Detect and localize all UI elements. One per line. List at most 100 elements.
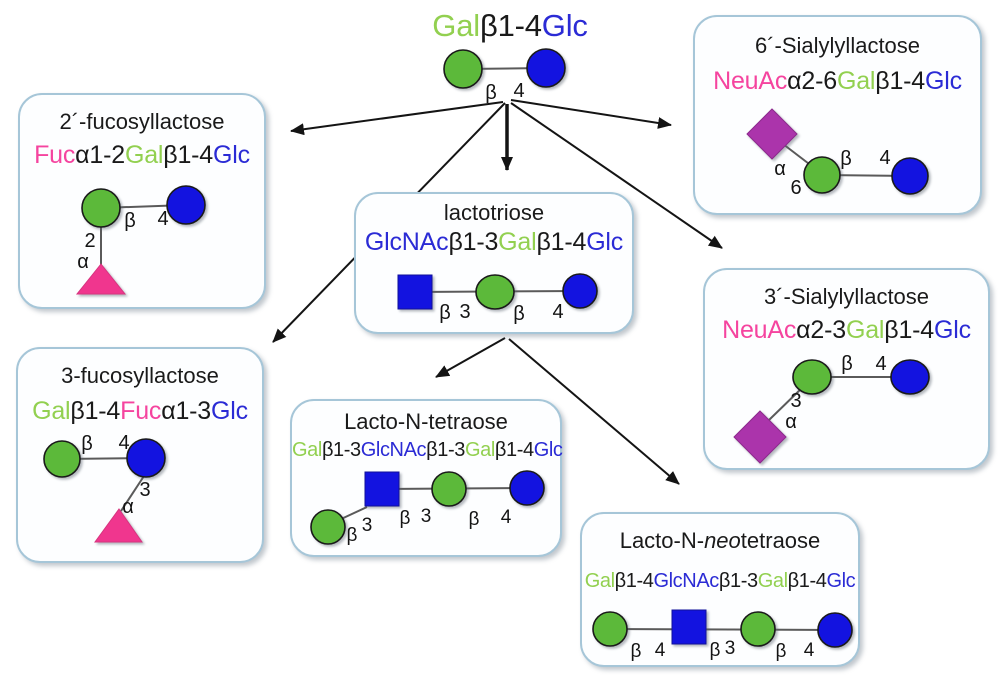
formula-segment: GlcNAc — [653, 570, 719, 592]
linkage-label: β — [439, 302, 451, 324]
glcnac-square — [671, 609, 707, 645]
formula-segment: Fuc — [34, 141, 76, 169]
box-formula: GlcNAcβ1-3Galβ1-4Glc — [356, 228, 632, 257]
formula-segment: Gal — [32, 397, 71, 425]
formula-segment: α2-6 — [787, 67, 837, 95]
formula-segment: Glc — [533, 439, 563, 461]
box-2-fucosyllactose: 2´-fucosyllactose Fucα1-2Galβ1-4Glc β 4 … — [18, 93, 266, 309]
formula-segment: β1-4 — [163, 141, 213, 169]
glc-circle — [126, 438, 166, 478]
formula-segment: Gal — [498, 228, 537, 256]
gal-circle — [43, 440, 81, 478]
box-lactotriose: lactotriose GlcNAcβ1-3Galβ1-4Glc β 3 β 4 — [354, 192, 634, 334]
linkage-label: β — [81, 433, 93, 455]
formula-segment: β1-3 — [426, 439, 465, 461]
linkage-label: 3 — [725, 638, 736, 659]
linkage-label: β — [841, 353, 853, 375]
box-3-fucosyllactose: 3-fucosyllactose Galβ1-4Fucα1-3Glc β 4 3… — [16, 347, 264, 563]
linkage-label: 3 — [790, 390, 801, 412]
box-formula: Galβ1-3GlcNAcβ1-3Galβ1-4Glc — [292, 439, 563, 462]
glycan-structure: β 4 2 α — [75, 185, 206, 295]
linkage-label: 4 — [875, 353, 886, 375]
linkage-label: 3 — [459, 301, 470, 323]
box-title: 2´-fucosyllactose — [59, 109, 225, 134]
formula-segment: β1-3 — [448, 228, 499, 256]
glycan-structure: β 4 3 α — [43, 432, 166, 543]
gal-branch-circle — [310, 509, 346, 545]
neuac-diamond — [733, 410, 787, 464]
gal-circle — [803, 156, 841, 194]
fuc-triangle — [75, 263, 127, 295]
box-lacto-n-neotetraose: Lacto-N-neotetraose Galβ1-4GlcNAcβ1-3Gal… — [580, 512, 860, 667]
formula-segment: β1-4 — [875, 67, 925, 95]
linkage-label: 4 — [879, 147, 890, 169]
gal-circle — [475, 274, 515, 310]
formula-segment: Glc — [924, 67, 962, 95]
arrow-lactotriose-to-lnt — [435, 337, 506, 378]
formula-segment: α1-2 — [75, 141, 125, 169]
formula-segment: Glc — [541, 8, 588, 43]
box-title: Lacto-N-neotetraose — [582, 528, 858, 554]
linkage-label: β — [513, 303, 525, 325]
formula-segment: β1-4 — [70, 397, 121, 425]
glc-circle — [509, 470, 545, 506]
glcnac-square — [364, 471, 400, 507]
glycan-structure: β 3 β 3 β 4 — [310, 470, 545, 546]
box-formula: NeuAcα2-3Galβ1-4Glc — [705, 316, 988, 345]
formula-segment: β1-3 — [321, 439, 361, 461]
linkage-label: 3 — [362, 515, 373, 536]
arrow-lactose-to-2fl — [290, 101, 504, 136]
formula-segment: β1-4 — [614, 570, 654, 592]
formula-segment: Gal — [464, 439, 495, 461]
linkage-label: 4 — [804, 640, 815, 661]
title-segment: tetraose — [740, 528, 821, 553]
formula-segment: β1-4 — [884, 316, 934, 344]
box-formula: Galβ1-4Fucα1-3Glc — [18, 397, 262, 426]
linkage-label: 4 — [118, 432, 129, 454]
formula-segment: GlcNAc — [360, 439, 427, 461]
linkage-label: 4 — [157, 208, 168, 230]
glcnac-square — [397, 274, 433, 310]
glc-circle — [166, 185, 206, 225]
linkage-label: β — [469, 509, 480, 530]
formula-segment: β1-4 — [536, 228, 587, 256]
formula-segment: Fuc — [120, 397, 162, 425]
gal-circle — [740, 611, 776, 647]
linkage-label: 4 — [501, 507, 512, 528]
linkage-label: β — [485, 82, 497, 104]
box-3-sialylyllactose: 3´-Sialylyllactose NeuAcα2-3Galβ1-4Glc β… — [703, 268, 990, 470]
box-title: Lacto-N-tetraose — [344, 409, 508, 434]
formula-segment: α1-3 — [161, 397, 211, 425]
formula-segment: Glc — [933, 316, 971, 344]
linkage-label: α — [122, 496, 134, 518]
glycan-structure: β 4 β 3 β 4 — [592, 609, 853, 662]
linkage-label: 4 — [655, 640, 666, 661]
box-formula: NeuAcα2-6Galβ1-4Glc — [695, 67, 980, 96]
glc-circle — [890, 359, 930, 395]
linkage-label: β — [124, 210, 136, 232]
formula-segment: β1-4 — [479, 8, 542, 43]
formula-segment: Gal — [584, 570, 615, 592]
formula-segment: Gal — [757, 570, 788, 592]
title-segment-italic: neo — [704, 528, 741, 553]
box-title: lactotriose — [443, 200, 545, 225]
formula-segment: α2-3 — [796, 316, 846, 344]
box-title: 3-fucosyllactose — [61, 363, 219, 388]
formula-segment: Glc — [211, 397, 248, 425]
formula-segment: NeuAc — [722, 316, 797, 344]
linkage-label: β — [710, 640, 721, 661]
glycan-structure: α 6 β 4 — [746, 108, 929, 199]
linkage-label: 4 — [513, 80, 524, 102]
glc-circle — [891, 157, 929, 195]
title-segment: Lacto-N- — [619, 528, 705, 553]
glycan-structure: β 3 β 4 — [397, 273, 598, 325]
formula-segment: GlcNAc — [364, 228, 449, 256]
formula-segment: Gal — [845, 316, 885, 344]
gal-circle — [431, 471, 467, 507]
linkage-label: β — [631, 641, 642, 662]
gal-circle — [792, 359, 832, 395]
formula-segment: Glc — [826, 570, 856, 592]
box-title: 6´-Sialylyllactose — [754, 33, 921, 58]
formula-segment: β1-3 — [718, 570, 758, 592]
